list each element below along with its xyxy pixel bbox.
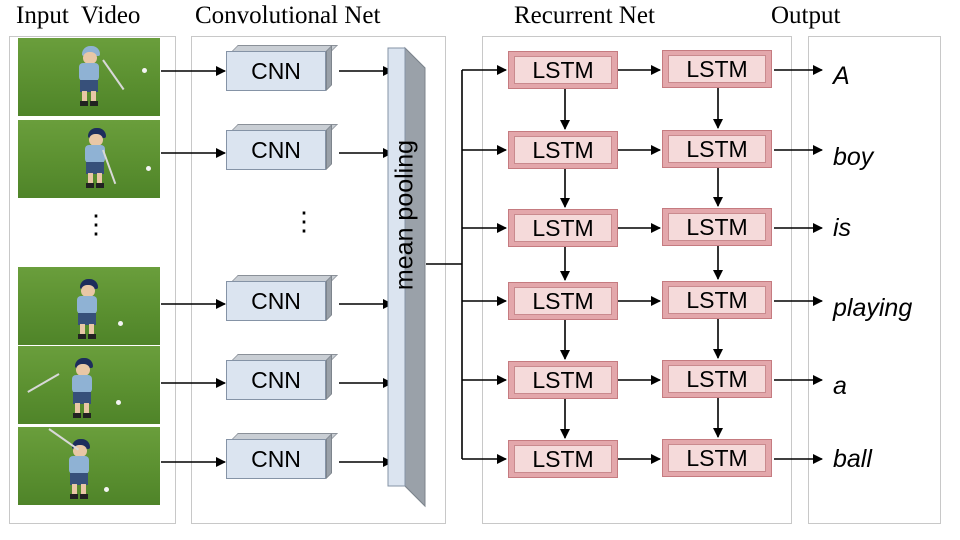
lstm-cell: LSTM <box>662 439 772 477</box>
cnn-block: CNN <box>226 275 338 321</box>
lstm-cell: LSTM <box>508 361 618 399</box>
output-word: playing <box>833 294 913 322</box>
lstm-cell: LSTM <box>508 209 618 247</box>
mean-pooling-slab <box>387 46 426 508</box>
lstm-label: LSTM <box>668 213 766 241</box>
lstm-label: LSTM <box>514 287 612 315</box>
convolutional-net-header: Convolutional Net <box>195 2 381 29</box>
lstm-label: LSTM <box>514 214 612 242</box>
lstm-label: LSTM <box>514 366 612 394</box>
lstm-cell: LSTM <box>508 131 618 169</box>
lstm-cell: LSTM <box>662 50 772 88</box>
lstm-label: LSTM <box>668 55 766 83</box>
output-header: Output <box>771 2 841 29</box>
cnn-label: CNN <box>226 360 326 400</box>
lstm-label: LSTM <box>668 135 766 163</box>
lstm-cell: LSTM <box>508 440 618 478</box>
output-word: is <box>833 214 852 242</box>
output-word: boy <box>833 143 874 171</box>
cnn-block: CNN <box>226 354 338 400</box>
cnn-block: CNN <box>226 124 338 170</box>
lstm-label: LSTM <box>668 444 766 472</box>
lstm-label: LSTM <box>514 445 612 473</box>
output-word: ball <box>833 445 872 473</box>
recurrent-net-header: Recurrent Net <box>514 2 655 29</box>
cnn-label: CNN <box>226 281 326 321</box>
cnn-label: CNN <box>226 439 326 479</box>
video-frame <box>18 38 160 116</box>
lstm-cell: LSTM <box>508 282 618 320</box>
cnn-label: CNN <box>226 51 326 91</box>
video-frame <box>18 346 160 424</box>
cnn-block: CNN <box>226 45 338 91</box>
output-word: a <box>833 372 847 400</box>
lstm-cell: LSTM <box>662 208 772 246</box>
output-word: A <box>833 62 850 90</box>
video-frame <box>18 120 160 198</box>
lstm-label: LSTM <box>514 56 612 84</box>
lstm-label: LSTM <box>668 365 766 393</box>
lstm-cell: LSTM <box>662 281 772 319</box>
input-video-header: Input Video <box>16 2 141 29</box>
mean-pooling-label: mean pooling <box>390 139 419 291</box>
lstm-label: LSTM <box>514 136 612 164</box>
output-panel <box>808 36 941 524</box>
lstm-label: LSTM <box>668 286 766 314</box>
lstm-cell: LSTM <box>508 51 618 89</box>
video-frame <box>18 427 160 505</box>
lstm-cell: LSTM <box>662 130 772 168</box>
lstm-cell: LSTM <box>662 360 772 398</box>
cnn-block: CNN <box>226 433 338 479</box>
cnn-label: CNN <box>226 130 326 170</box>
video-frame <box>18 267 160 345</box>
